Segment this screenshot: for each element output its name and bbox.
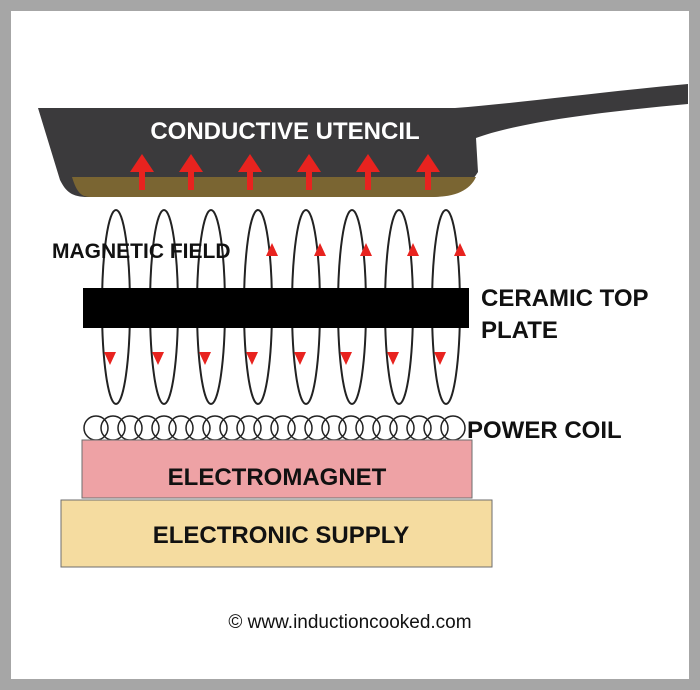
utensil-label: CONDUCTIVE UTENCIL xyxy=(150,118,419,145)
electronic-supply-box xyxy=(60,499,493,568)
magnetic-field-label: MAGNETIC FIELD xyxy=(52,240,231,263)
pan-heat-arrows xyxy=(130,154,440,190)
field-arrow-down xyxy=(434,352,446,365)
heat-arrow-head xyxy=(238,154,262,172)
power-coil xyxy=(83,415,466,441)
field-arrow-down xyxy=(246,352,258,365)
power-coil-label: POWER COIL xyxy=(467,417,622,444)
heat-arrow-head xyxy=(356,154,380,172)
ceramic-plate-label-line1: CERAMIC TOP xyxy=(481,285,649,312)
field-arrow-down xyxy=(152,352,164,365)
copyright-credit: © www.inductioncooked.com xyxy=(228,612,471,633)
heat-arrow-head xyxy=(297,154,321,172)
field-arrow-down xyxy=(387,352,399,365)
electronic-supply-label: ELECTRONIC SUPPLY xyxy=(153,522,410,549)
field-arrow-down xyxy=(340,352,352,365)
heat-arrow-head xyxy=(416,154,440,172)
heat-arrow-shaft xyxy=(365,170,371,190)
electromagnet-label: ELECTROMAGNET xyxy=(168,464,387,491)
field-arrow-down xyxy=(294,352,306,365)
ceramic-plate-label-line2: PLATE xyxy=(481,317,558,344)
heat-arrow-shaft xyxy=(188,170,194,190)
field-arrow-up xyxy=(266,243,278,256)
heat-arrow-shaft xyxy=(247,170,253,190)
magnetic-field-arrows xyxy=(104,243,466,365)
field-arrow-up xyxy=(314,243,326,256)
field-arrow-up xyxy=(454,243,466,256)
heat-arrow-shaft xyxy=(306,170,312,190)
electromagnet-box xyxy=(81,439,473,499)
heat-arrow-head xyxy=(130,154,154,172)
ceramic-top-plate xyxy=(83,288,469,328)
field-arrow-down xyxy=(199,352,211,365)
coil-ring xyxy=(440,415,466,441)
heat-arrow-head xyxy=(179,154,203,172)
heat-arrow-shaft xyxy=(425,170,431,190)
pan-base xyxy=(72,177,476,197)
field-arrow-up xyxy=(407,243,419,256)
heat-arrow-shaft xyxy=(139,170,145,190)
field-arrow-up xyxy=(360,243,372,256)
field-arrow-down xyxy=(104,352,116,365)
